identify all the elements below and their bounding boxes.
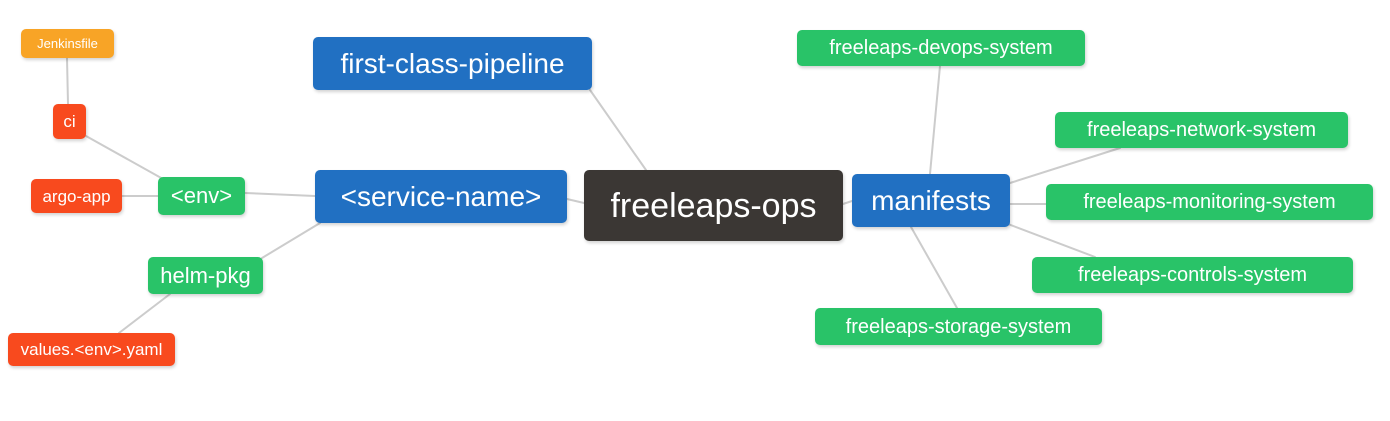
node-freeleaps-devops-system[interactable]: freeleaps-devops-system: [797, 30, 1085, 66]
edge-service-name-to-helm-pkg: [261, 222, 321, 259]
edge-manifests-to-freeleaps-storage-system: [910, 226, 958, 309]
edge-first-class-pipeline-to-freeleaps-ops: [589, 89, 647, 171]
node-values-env-yaml[interactable]: values.<env>.yaml: [8, 333, 175, 366]
node-argo-app[interactable]: argo-app: [31, 179, 122, 213]
edge-manifests-to-freeleaps-controls-system: [1007, 223, 1096, 258]
node-freeleaps-controls-system[interactable]: freeleaps-controls-system: [1032, 257, 1353, 293]
node-freeleaps-ops[interactable]: freeleaps-ops: [584, 170, 843, 241]
node-helm-pkg[interactable]: helm-pkg: [148, 257, 263, 294]
edge-manifests-to-freeleaps-network-system: [1009, 147, 1121, 184]
node-freeleaps-monitoring-system[interactable]: freeleaps-monitoring-system: [1046, 184, 1373, 220]
node-manifests[interactable]: manifests: [852, 174, 1010, 227]
node-jenkinsfile[interactable]: Jenkinsfile: [21, 29, 114, 58]
edge-freeleaps-ops-to-manifests: [842, 200, 853, 205]
node-first-class-pipeline[interactable]: first-class-pipeline: [313, 37, 592, 90]
edge-service-name-to-freeleaps-ops: [566, 198, 585, 204]
node-env[interactable]: <env>: [158, 177, 245, 215]
node-freeleaps-network-system[interactable]: freeleaps-network-system: [1055, 112, 1348, 148]
node-freeleaps-storage-system[interactable]: freeleaps-storage-system: [815, 308, 1102, 345]
edge-helm-pkg-to-values-env-yaml: [118, 293, 171, 334]
node-ci[interactable]: ci: [53, 104, 86, 139]
edge-ci-to-env: [85, 135, 164, 180]
edge-manifests-to-freeleaps-devops-system: [929, 65, 941, 175]
edge-env-to-service-name: [244, 192, 316, 197]
node-service-name[interactable]: <service-name>: [315, 170, 567, 223]
edge-jenkinsfile-to-ci: [66, 57, 69, 105]
